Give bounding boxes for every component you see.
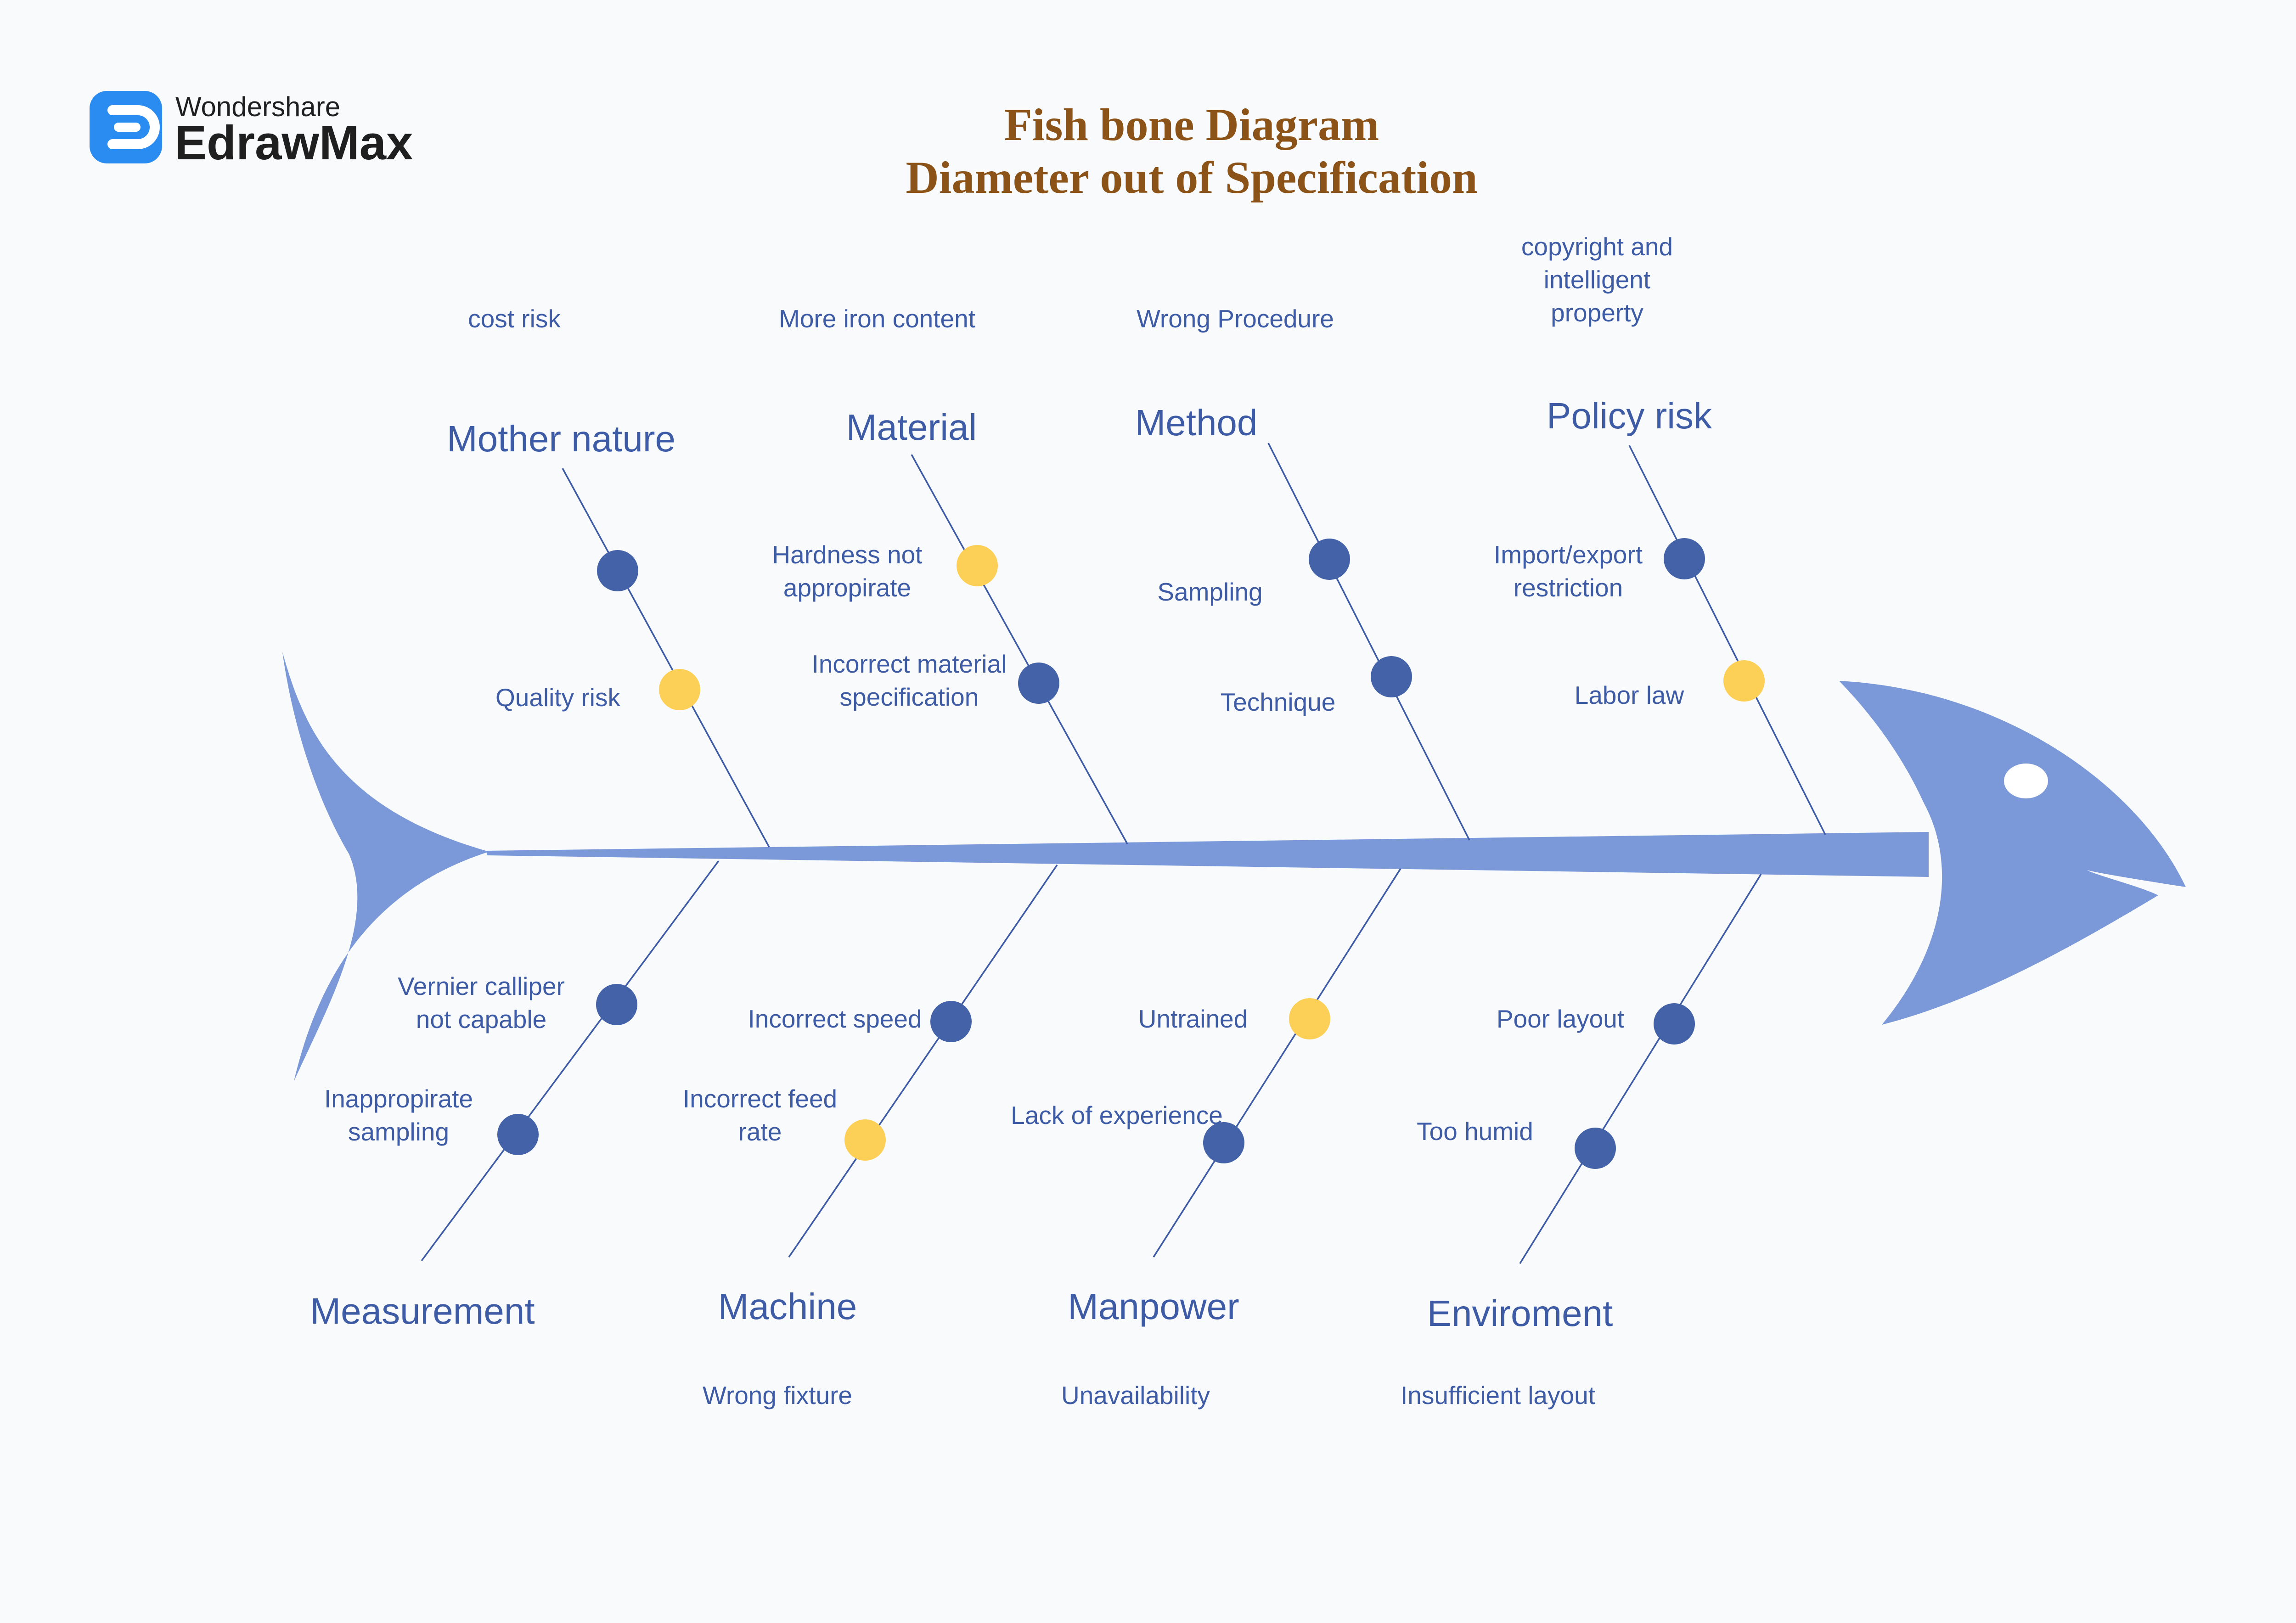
category-note: Wrong Procedure [1137,304,1334,333]
category-label: Enviroment [1427,1293,1613,1334]
cause-dot-blue [1371,656,1412,697]
cause-dot-yellow [844,1119,886,1161]
logo-product-line: EdrawMax [174,116,413,170]
bone-line [911,454,1128,844]
category-label: Policy risk [1547,395,1712,436]
cause-dot-yellow [1723,660,1765,702]
cause-dot-blue [1664,538,1705,579]
diagram-title: Fish bone Diagram [1004,99,1379,150]
cause-label: Technique [1221,688,1336,716]
cause-dot-yellow [957,545,998,586]
category-note: Unavailability [1061,1381,1210,1410]
fish-head [1839,681,2186,1025]
fish-tail [282,652,489,1081]
edrawmax-logo-icon [90,91,162,163]
cause-label: Untrained [1138,1005,1248,1033]
fish-bones [421,443,1826,1264]
cause-dot-blue [597,550,638,591]
cause-dot-yellow [1289,998,1330,1039]
bone-line [421,860,720,1262]
bone-line [1267,443,1470,841]
category-label: Manpower [1068,1286,1239,1327]
bone-line [1628,445,1826,835]
category-note: Wrong fixture [703,1381,852,1410]
cause-dot-blue [1203,1122,1244,1163]
fish-eye-icon [2004,764,2048,798]
category-label: Mother nature [447,418,675,459]
fish-spine [487,832,1929,877]
diagram-subtitle: Diameter out of Specification [906,152,1477,203]
category-label: Machine [718,1286,857,1327]
bone-line [562,468,770,848]
fish-shape [282,652,2186,1081]
cause-label: Too humid [1417,1117,1533,1146]
cause-markers [497,538,1765,1169]
bone-line [1153,868,1401,1258]
cause-dot-blue [497,1114,539,1155]
logo-brand-line: Wondershare [175,91,340,122]
category-label: Method [1135,402,1258,443]
edrawmax-logo: Wondershare EdrawMax [90,91,413,170]
cause-label: Lack of experience [1011,1101,1223,1129]
cause-label: Sampling [1157,578,1262,606]
cause-dot-blue [596,984,637,1025]
cause-label: Quality risk [495,683,620,712]
cause-label: Labor law [1575,681,1684,709]
category-note: Insufficient layout [1401,1381,1595,1410]
cause-dot-blue [1309,539,1350,580]
bone-line [1519,874,1762,1264]
category-note: cost risk [468,304,561,333]
cause-dot-yellow [659,669,700,710]
bone-line [788,865,1058,1258]
cause-dot-blue [930,1001,972,1042]
category-note: More iron content [779,304,975,333]
cause-label: Poor layout [1497,1005,1624,1033]
cause-dot-blue [1575,1128,1616,1169]
cause-label: Incorrect speed [748,1005,922,1033]
cause-dot-blue [1654,1003,1695,1045]
category-label: Material [846,407,977,448]
category-label: Measurement [310,1291,535,1331]
cause-dot-blue [1018,663,1059,704]
